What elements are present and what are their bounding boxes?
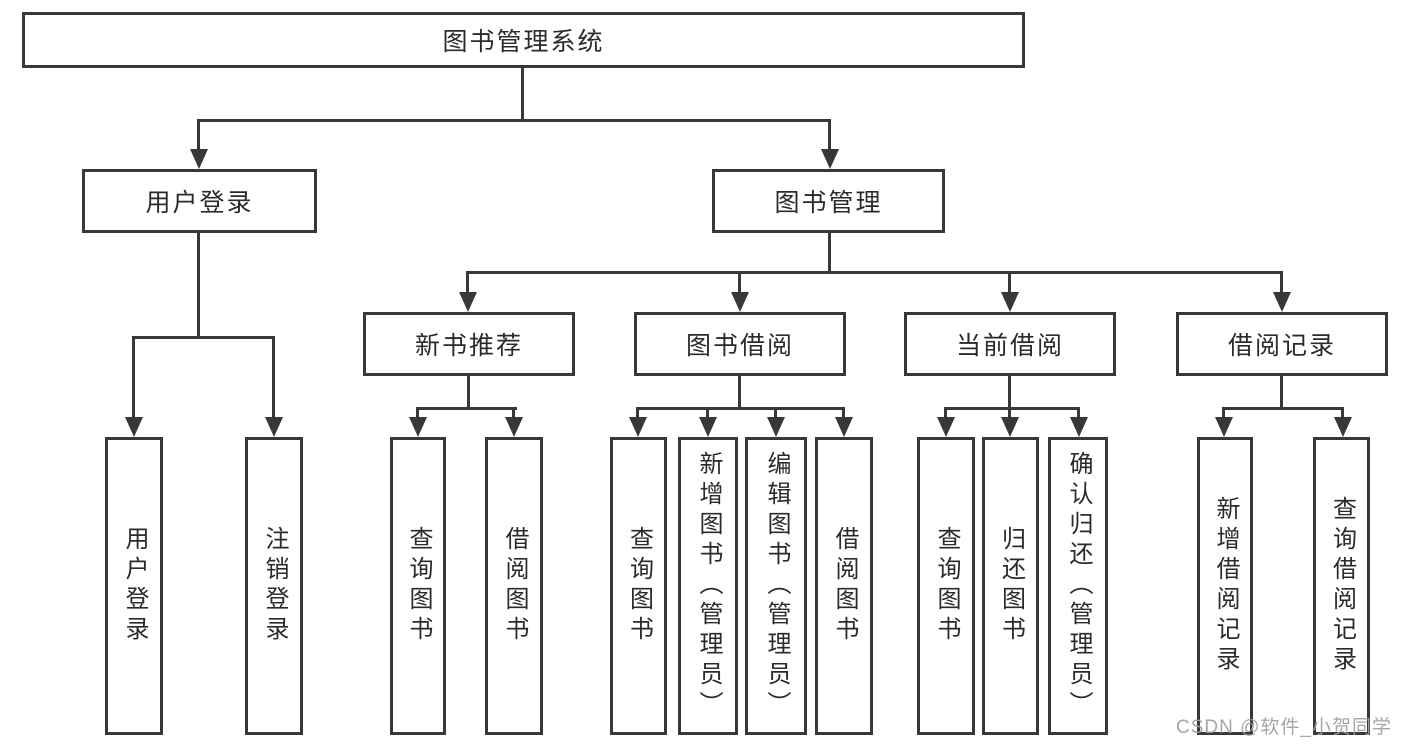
- leaf-borrow-add-admin-label: 新增图书（管理员）: [695, 451, 722, 721]
- node-current-borrow: 当前借阅: [904, 312, 1116, 376]
- arrow-down-icon: [835, 417, 853, 437]
- leaf-logout: 注销登录: [245, 437, 303, 735]
- node-book-borrow-label: 图书借阅: [685, 332, 794, 360]
- arrow-down-icon: [937, 417, 955, 437]
- leaf-newbook-borrow-label: 借阅图书: [501, 526, 528, 646]
- arrow-down-icon: [409, 417, 427, 437]
- arrow-down-icon: [1070, 417, 1088, 437]
- arrow-down-icon: [125, 417, 143, 437]
- connector-line: [1341, 407, 1344, 421]
- csdn-watermark: CSDN @软件_小贺同学: [1176, 717, 1392, 738]
- node-book-management-label: 图书管理: [774, 189, 883, 217]
- connector-line: [466, 271, 1283, 274]
- node-user-login: 用户登录: [82, 169, 317, 233]
- connector-line: [416, 407, 517, 410]
- connector-line: [1280, 376, 1283, 407]
- connector-line: [197, 233, 200, 336]
- connector-line: [1280, 271, 1283, 296]
- connector-line: [197, 119, 200, 153]
- connector-line: [738, 271, 741, 296]
- leaf-borrow-borrow: 借阅图书: [815, 437, 873, 735]
- node-user-login-label: 用户登录: [145, 189, 254, 217]
- arrow-down-icon: [1215, 417, 1233, 437]
- connector-line: [1008, 271, 1011, 296]
- node-new-book-recommend-label: 新书推荐: [414, 332, 523, 360]
- leaf-borrow-query-label: 查询图书: [625, 526, 653, 646]
- arrow-down-icon: [190, 149, 208, 169]
- connector-line: [132, 336, 135, 421]
- connector-line: [706, 407, 709, 421]
- arrow-down-icon: [265, 417, 283, 437]
- connector-line: [467, 376, 470, 407]
- leaf-logout-label: 注销登录: [261, 526, 288, 646]
- leaf-record-query-label: 查询借阅记录: [1328, 496, 1356, 676]
- connector-line: [636, 407, 844, 410]
- arrow-down-icon: [629, 417, 647, 437]
- connector-line: [842, 407, 845, 421]
- leaf-current-return-label: 归还图书: [997, 526, 1025, 646]
- connector-line: [828, 119, 831, 153]
- node-book-borrow: 图书借阅: [634, 312, 846, 376]
- leaf-newbook-query: 查询图书: [390, 437, 446, 735]
- leaf-current-confirm-admin-label: 确认归还（管理员）: [1065, 451, 1092, 721]
- node-borrow-records-label: 借阅记录: [1227, 332, 1336, 360]
- leaf-current-query: 查询图书: [917, 437, 975, 735]
- connector-line: [1077, 407, 1080, 421]
- arrow-down-icon: [731, 292, 749, 312]
- connector-line: [1222, 407, 1225, 421]
- leaf-borrow-edit-admin: 编辑图书（管理员）: [745, 437, 807, 735]
- connector-line: [774, 407, 777, 421]
- leaf-newbook-borrow: 借阅图书: [485, 437, 543, 735]
- arrow-down-icon: [505, 417, 523, 437]
- connector-line: [944, 407, 1080, 410]
- connector-line: [521, 68, 524, 119]
- connector-line: [944, 407, 947, 421]
- connector-line: [1222, 407, 1344, 410]
- arrow-down-icon: [821, 149, 839, 169]
- leaf-user-login-label: 用户登录: [121, 526, 148, 646]
- leaf-current-return: 归还图书: [982, 437, 1039, 735]
- leaf-borrow-add-admin: 新增图书（管理员）: [678, 437, 738, 735]
- leaf-borrow-query: 查询图书: [610, 437, 667, 735]
- leaf-record-add: 新增借阅记录: [1197, 437, 1253, 735]
- node-borrow-records: 借阅记录: [1176, 312, 1388, 376]
- node-root-label: 图书管理系统: [442, 28, 605, 56]
- connector-line: [738, 376, 741, 407]
- leaf-current-query-label: 查询图书: [933, 526, 960, 646]
- node-current-borrow-label: 当前借阅: [955, 332, 1064, 360]
- leaf-record-query: 查询借阅记录: [1313, 437, 1370, 735]
- leaf-borrow-borrow-label: 借阅图书: [831, 526, 858, 646]
- arrow-down-icon: [1001, 292, 1019, 312]
- arrow-down-icon: [1273, 292, 1291, 312]
- arrow-down-icon: [1334, 417, 1352, 437]
- connector-line: [636, 407, 639, 421]
- node-root: 图书管理系统: [22, 12, 1025, 68]
- leaf-borrow-edit-admin-label: 编辑图书（管理员）: [763, 451, 790, 721]
- arrow-down-icon: [699, 417, 717, 437]
- leaf-current-confirm-admin: 确认归还（管理员）: [1048, 437, 1108, 735]
- leaf-user-login: 用户登录: [105, 437, 163, 735]
- connector-line: [466, 271, 469, 296]
- connector-line: [416, 407, 419, 421]
- connector-line: [1008, 407, 1011, 421]
- arrow-down-icon: [767, 417, 785, 437]
- arrow-down-icon: [459, 292, 477, 312]
- connector-line: [828, 233, 831, 274]
- leaf-newbook-query-label: 查询图书: [405, 526, 432, 646]
- node-new-book-recommend: 新书推荐: [363, 312, 575, 376]
- connector-line: [197, 119, 831, 122]
- arrow-down-icon: [1001, 417, 1019, 437]
- connector-line: [1008, 376, 1011, 407]
- connector-line: [512, 407, 515, 421]
- connector-line: [272, 336, 275, 421]
- node-book-management: 图书管理: [712, 169, 945, 233]
- connector-line: [132, 336, 275, 339]
- leaf-record-add-label: 新增借阅记录: [1212, 496, 1239, 676]
